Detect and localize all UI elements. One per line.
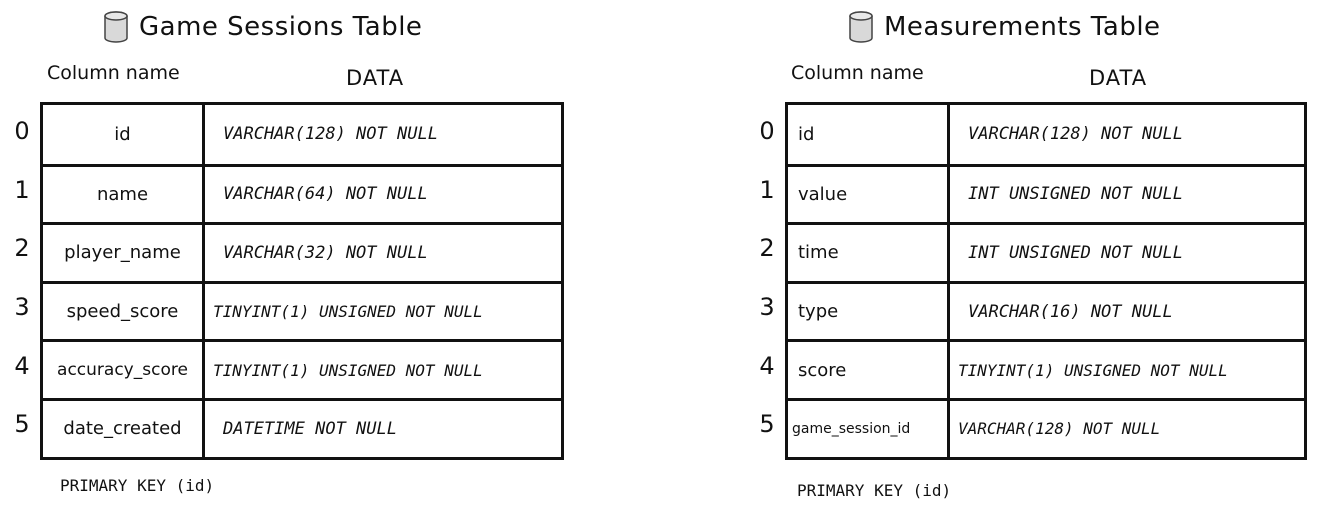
column-name-cell: time (788, 225, 950, 281)
data-type-cell: VARCHAR(32) NOT NULL (223, 242, 428, 263)
data-header: DATA (346, 66, 405, 90)
row-index-column: 0 1 2 3 4 5 (8, 102, 36, 454)
database-icon (104, 11, 128, 43)
table-row: score TINYINT(1) UNSIGNED NOT NULL (788, 339, 1304, 398)
table-row: date_created DATETIME NOT NULL (43, 397, 561, 457)
measurements-title: Measurements Table (848, 10, 1161, 44)
table-row: player_name VARCHAR(32) NOT NULL (43, 222, 561, 281)
column-name-cell: accuracy_score (43, 342, 205, 398)
row-index: 5 (759, 410, 775, 439)
table-row: value INT UNSIGNED NOT NULL (788, 163, 1304, 223)
column-name-cell: name (43, 166, 205, 223)
column-name-cell: id (788, 105, 950, 164)
data-header: DATA (1089, 66, 1148, 90)
database-icon (849, 11, 873, 43)
row-index: 3 (14, 293, 30, 322)
game-sessions-table: id VARCHAR(128) NOT NULL name VARCHAR(64… (40, 102, 564, 460)
column-name-header: Column name (47, 62, 180, 84)
column-name-cell: player_name (43, 225, 205, 281)
data-type-cell: INT UNSIGNED NOT NULL (968, 184, 1183, 205)
row-index: 1 (759, 175, 775, 204)
row-index-column: 0 1 2 3 4 5 (753, 102, 781, 454)
table-row: accuracy_score TINYINT(1) UNSIGNED NOT N… (43, 339, 561, 398)
data-type-cell: TINYINT(1) UNSIGNED NOT NULL (958, 360, 1228, 380)
row-index: 2 (759, 234, 775, 263)
table-row: name VARCHAR(64) NOT NULL (43, 163, 561, 223)
data-type-cell: VARCHAR(64) NOT NULL (223, 184, 428, 205)
game-sessions-title-text: Game Sessions Table (139, 12, 423, 42)
game-sessions-panel: Game Sessions Table Column name DATA 0 1… (0, 0, 564, 514)
measurements-title-text: Measurements Table (884, 12, 1161, 42)
game-sessions-title: Game Sessions Table (103, 10, 422, 44)
column-name-cell: value (788, 166, 950, 223)
column-name-cell: score (788, 342, 950, 398)
column-name-cell: id (43, 105, 205, 164)
data-type-cell: VARCHAR(128) NOT NULL (958, 419, 1161, 439)
data-type-cell: INT UNSIGNED NOT NULL (968, 242, 1183, 263)
primary-key-note: PRIMARY KEY (id) (60, 476, 215, 495)
column-name-header: Column name (791, 62, 924, 84)
table-row: speed_score TINYINT(1) UNSIGNED NOT NULL (43, 280, 561, 340)
row-index: 5 (14, 410, 30, 439)
column-name-cell: game_session_id (788, 400, 950, 457)
primary-key-note: PRIMARY KEY (id) (797, 481, 952, 500)
column-name-cell: date_created (43, 400, 205, 457)
table-row: game_session_id VARCHAR(128) NOT NULL (788, 397, 1304, 457)
column-name-cell: type (788, 283, 950, 340)
data-type-cell: TINYINT(1) UNSIGNED NOT NULL (213, 360, 483, 380)
row-index: 0 (14, 117, 30, 146)
data-type-cell: VARCHAR(128) NOT NULL (968, 124, 1183, 145)
table-row: id VARCHAR(128) NOT NULL (43, 105, 561, 164)
row-index: 4 (759, 351, 775, 380)
table-row: id VARCHAR(128) NOT NULL (788, 105, 1304, 164)
data-type-cell: VARCHAR(16) NOT NULL (968, 301, 1173, 322)
data-type-cell: TINYINT(1) UNSIGNED NOT NULL (213, 302, 483, 322)
row-index: 1 (14, 175, 30, 204)
row-index: 0 (759, 117, 775, 146)
column-name-cell: speed_score (43, 283, 205, 340)
measurements-panel: Measurements Table Column name DATA 0 1 … (745, 0, 1307, 514)
row-index: 2 (14, 234, 30, 263)
data-type-cell: DATETIME NOT NULL (223, 418, 397, 439)
data-type-cell: VARCHAR(128) NOT NULL (223, 124, 438, 145)
measurements-table: id VARCHAR(128) NOT NULL value INT UNSIG… (785, 102, 1307, 460)
row-index: 4 (14, 351, 30, 380)
table-row: type VARCHAR(16) NOT NULL (788, 280, 1304, 340)
table-row: time INT UNSIGNED NOT NULL (788, 222, 1304, 281)
row-index: 3 (759, 293, 775, 322)
